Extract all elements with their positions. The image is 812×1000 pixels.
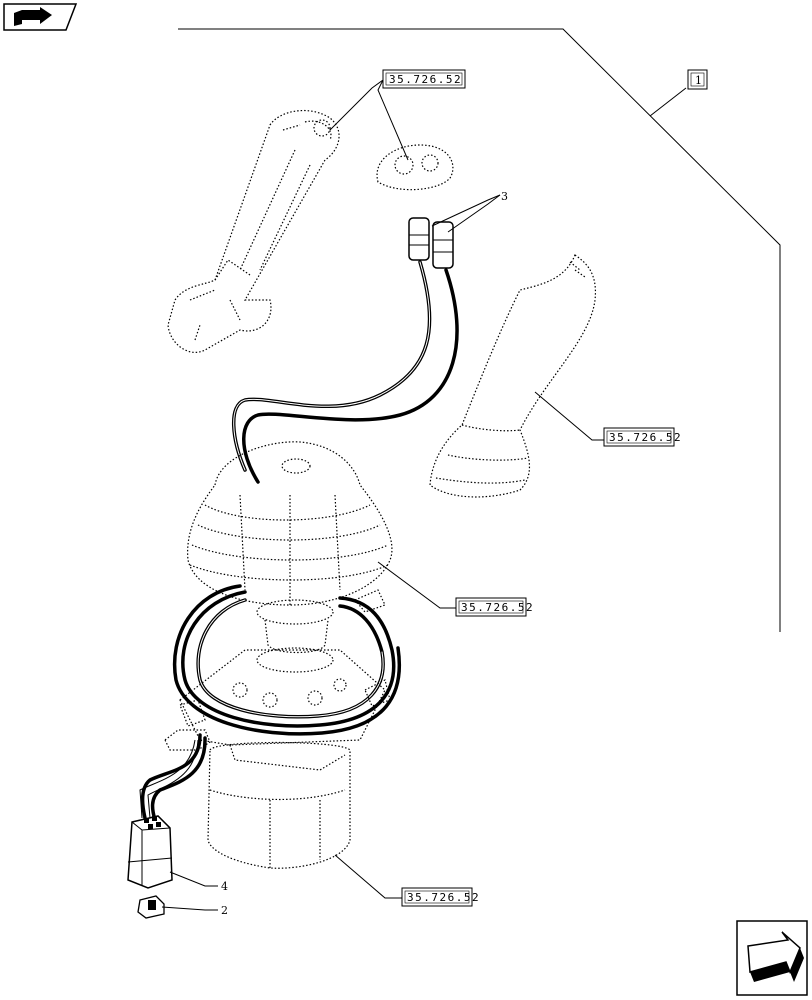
callout-ref-top[interactable]: 35.726.52: [382, 69, 466, 89]
assembly-bracket: [178, 28, 781, 632]
callout-ref-boot-label: 35.726.52: [461, 601, 534, 614]
boot-part: [187, 441, 393, 606]
callout-ref-base[interactable]: 35.726.52: [401, 887, 480, 907]
harness-wire-loop: [172, 584, 402, 736]
button-wire: [232, 260, 459, 484]
lever-arm-part: [167, 110, 340, 353]
callout-assembly[interactable]: 1: [687, 69, 708, 90]
push-button-part: [408, 217, 454, 269]
callout-assembly-label: 1: [695, 74, 702, 87]
cover-plate-part: [376, 144, 454, 191]
callout-ref-base-label: 35.726.52: [407, 891, 480, 904]
next-page-arrow-icon[interactable]: [736, 920, 808, 996]
cable-clip-part: [164, 699, 211, 751]
harness-wire: [139, 733, 207, 822]
callout-ref-boot[interactable]: 35.726.52: [455, 597, 534, 617]
callout-item-2: 2: [221, 904, 228, 917]
hand-grip-part: [429, 254, 597, 498]
book-arrow-icon[interactable]: [3, 3, 78, 31]
callout-ref-handle[interactable]: 35.726.52: [603, 427, 682, 447]
callout-item-3: 3: [501, 190, 508, 203]
callout-ref-top-label: 35.726.52: [389, 73, 462, 86]
callout-ref-handle-label: 35.726.52: [609, 431, 682, 444]
connector-part: [127, 815, 173, 889]
terminal-part: [137, 895, 165, 919]
callout-item-4: 4: [221, 880, 228, 893]
